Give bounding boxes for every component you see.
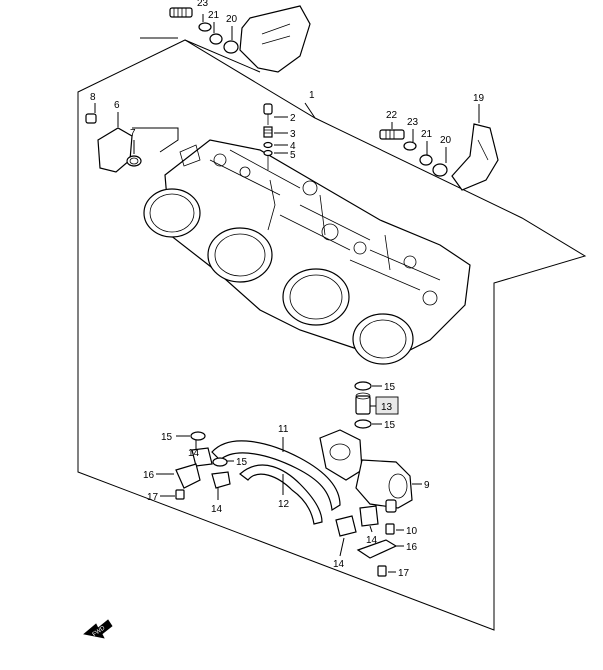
callout-16-b: 16 xyxy=(406,542,418,553)
callout-15-a: 15 xyxy=(384,382,396,393)
callout-3: 3 xyxy=(290,129,296,140)
fwd-arrow: FWD xyxy=(83,619,113,639)
callout-8: 8 xyxy=(90,92,96,103)
callout-14-b: 14 xyxy=(211,504,223,515)
idle-screw-group xyxy=(263,103,273,170)
callout-4: 4 xyxy=(290,141,296,152)
assembly-border xyxy=(77,39,587,631)
callout-6: 6 xyxy=(114,100,120,111)
top-bracket-group xyxy=(140,5,311,73)
callout-14-c: 14 xyxy=(333,559,345,570)
callout-15-c: 15 xyxy=(161,432,173,443)
callout-11: 11 xyxy=(278,424,289,435)
callout-20-top: 20 xyxy=(226,14,238,25)
hose-group xyxy=(211,440,341,525)
callout-19: 19 xyxy=(473,93,485,104)
callout-13-box xyxy=(375,396,399,415)
callout-15-b: 15 xyxy=(384,420,396,431)
callout-17-b: 17 xyxy=(398,568,410,579)
left-fittings-group xyxy=(175,431,231,500)
callout-5: 5 xyxy=(290,150,296,161)
throttle-body xyxy=(143,139,471,365)
callout-15-d: 15 xyxy=(236,457,248,468)
callout-12: 12 xyxy=(278,499,290,510)
callout-1: 1 xyxy=(309,90,315,101)
callout-22: 22 xyxy=(386,110,398,121)
callout-13: 13 xyxy=(381,402,393,413)
callout-23-top: 23 xyxy=(197,0,209,9)
lower-fittings-group xyxy=(335,505,398,577)
callout-9: 9 xyxy=(424,480,430,491)
callout-2: 2 xyxy=(290,113,296,124)
idle-valve-group xyxy=(319,429,413,513)
callout-14-d: 14 xyxy=(366,535,378,546)
callout-16-a: 16 xyxy=(143,470,155,481)
callout-20-right: 20 xyxy=(440,135,452,146)
throttle-sensor-group xyxy=(85,113,142,173)
callout-23: 23 xyxy=(407,117,419,128)
callout-10: 10 xyxy=(406,526,418,537)
right-bracket-group xyxy=(379,123,499,191)
callout-17-a: 17 xyxy=(147,492,159,503)
callout-14-a: 14 xyxy=(188,448,200,459)
callout-21-right: 21 xyxy=(421,129,433,140)
callout-21-top: 21 xyxy=(208,10,220,21)
joint-group xyxy=(354,381,372,429)
callout-7: 7 xyxy=(130,128,136,139)
